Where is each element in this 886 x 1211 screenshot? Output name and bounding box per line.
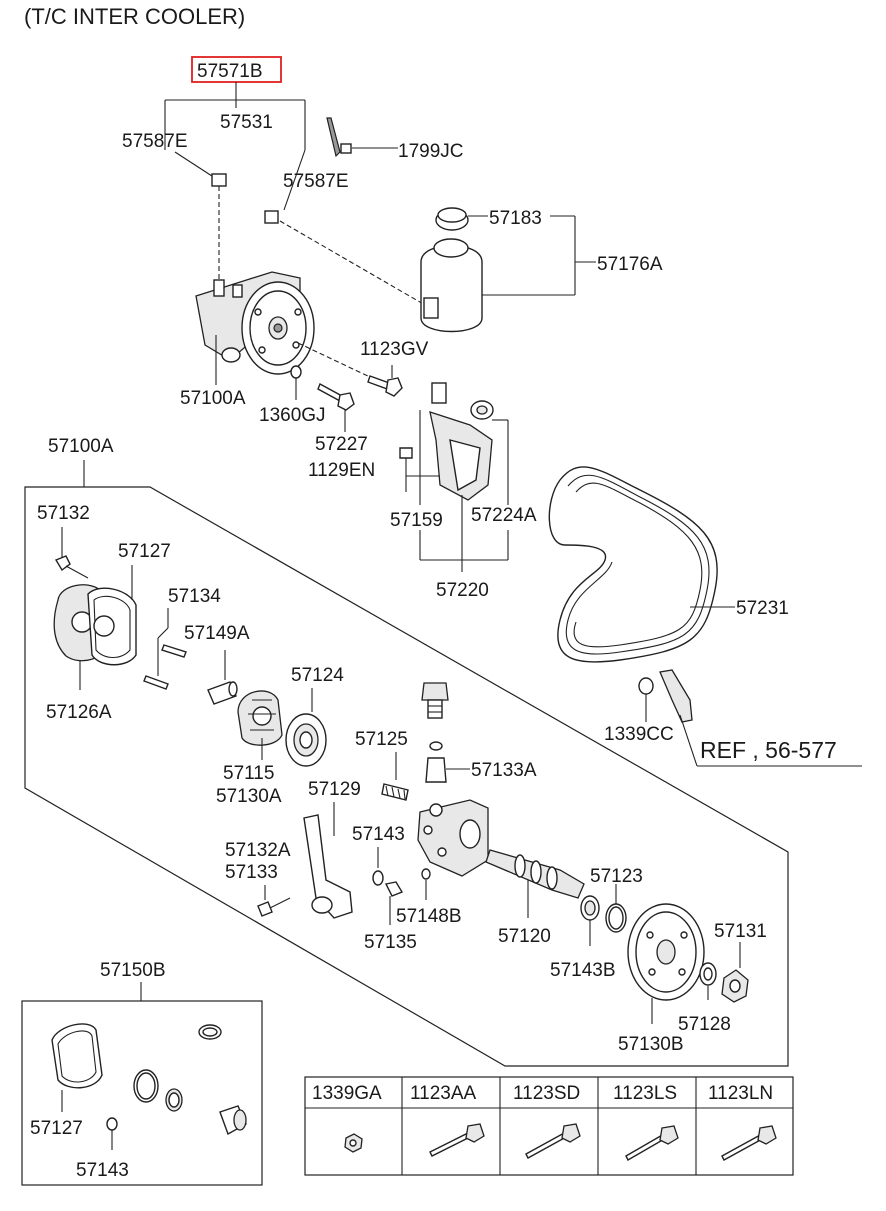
callout-1339cc[interactable]: 1339CC	[604, 724, 674, 745]
fitting-nut	[421, 682, 449, 701]
bolt-57132	[54, 555, 71, 572]
reference-label[interactable]: REF , 56-577	[700, 737, 837, 763]
callout-57127[interactable]: 57127	[118, 541, 171, 562]
hose-assembly-group: 57571B 57531 57587E 1799JC 57587E	[122, 56, 464, 224]
callout-57129[interactable]: 57129	[308, 779, 361, 800]
drive-belt-57231	[548, 466, 718, 663]
seal-kit-group: 57150B 57127 57143	[21, 960, 263, 1186]
kit-callout-57127[interactable]: 57127	[30, 1118, 83, 1139]
callout-57128[interactable]: 57128	[678, 1014, 731, 1035]
callout-57132a[interactable]: 57132A	[225, 840, 291, 861]
callout-57132[interactable]: 57132	[37, 503, 90, 524]
callout-57123[interactable]: 57123	[590, 866, 643, 887]
oring-57148b	[421, 868, 431, 880]
kit-callout-57143[interactable]: 57143	[76, 1160, 129, 1181]
table-header-1123ln: 1123LN	[708, 1083, 773, 1104]
diagram-title: (T/C INTER COOLER)	[24, 4, 245, 29]
pump-assembly-top: 57100A 1123GV 1360GJ 57227	[180, 271, 429, 455]
pin-57134-a	[161, 644, 187, 658]
callout-57133[interactable]: 57133	[225, 862, 278, 883]
bolt-1129en	[399, 447, 413, 459]
bolt-57227	[337, 392, 355, 411]
washer-1360gj	[290, 365, 302, 379]
callout-57150b[interactable]: 57150B	[100, 960, 166, 981]
pin-57134-b	[143, 675, 169, 690]
callout-57126a[interactable]: 57126A	[46, 702, 112, 723]
fastener-table: 1339GA 1123AA 1123SD 1123LS 1123LN	[304, 1076, 794, 1176]
mount-ref-group: 1339CC REF , 56-577	[604, 669, 862, 767]
table-bolt-1123ln	[721, 1125, 777, 1161]
hose-clamp-left	[211, 173, 227, 187]
table-bolt-1123aa	[429, 1123, 485, 1157]
fitting-57133a	[427, 699, 443, 719]
callout-57531[interactable]: 57531	[220, 112, 273, 133]
callout-57220[interactable]: 57220	[436, 580, 489, 601]
callout-57159[interactable]: 57159	[390, 510, 443, 531]
callout-57130a[interactable]: 57130A	[216, 786, 282, 807]
callout-57131[interactable]: 57131	[714, 921, 767, 942]
seal-kit-box	[21, 1000, 263, 1186]
oring-57143	[372, 870, 384, 886]
callout-57148b[interactable]: 57148B	[396, 906, 462, 927]
callout-57224a[interactable]: 57224A	[471, 505, 537, 526]
hose-clamp-right	[264, 210, 279, 224]
callout-57176a[interactable]: 57176A	[597, 254, 663, 275]
callout-57100a-group[interactable]: 57100A	[48, 436, 114, 457]
callout-1360gj[interactable]: 1360GJ	[259, 405, 326, 426]
callout-1799jc[interactable]: 1799JC	[398, 141, 464, 162]
callout-57227[interactable]: 57227	[315, 434, 368, 455]
clip-1799jc	[326, 117, 341, 158]
callout-57183[interactable]: 57183	[489, 208, 542, 229]
callout-57134[interactable]: 57134	[168, 586, 221, 607]
table-bolt-1123ls	[625, 1125, 679, 1161]
pump-exploded-parts: 57132 57127 57126A 57134 57149A 57115 57…	[37, 503, 767, 1055]
bracket-group: 1129EN 57159 57224A 57220	[308, 382, 537, 601]
reservoir-group: 57183 57176A	[420, 207, 663, 333]
table-header-1123aa: 1123AA	[410, 1083, 477, 1104]
kit-gasket-57127	[51, 1023, 103, 1089]
bolt-1123gv	[385, 377, 403, 397]
callout-57100a-top[interactable]: 57100A	[180, 388, 246, 409]
belt-group: 57231	[548, 466, 789, 663]
part-number-57571b[interactable]: 57571B	[197, 61, 263, 82]
callout-57143b[interactable]: 57143B	[550, 960, 616, 981]
table-header-1123ls: 1123LS	[613, 1083, 677, 1104]
callout-1123gv[interactable]: 1123GV	[360, 339, 429, 360]
callout-57231[interactable]: 57231	[736, 598, 789, 619]
spring-57125	[381, 783, 409, 801]
callout-57587e-left[interactable]: 57587E	[122, 131, 188, 152]
kit-oring-57143	[106, 1117, 118, 1131]
valve-57125	[425, 757, 447, 783]
callout-1129en[interactable]: 1129EN	[308, 460, 375, 481]
pump-exploded-frame	[24, 486, 789, 1067]
nut-1339cc	[638, 677, 654, 695]
callout-57133a[interactable]: 57133A	[471, 760, 537, 781]
callout-57120[interactable]: 57120	[498, 926, 551, 947]
callout-57143[interactable]: 57143	[352, 824, 405, 845]
table-header-1339ga: 1339GA	[312, 1083, 382, 1104]
callout-57130b[interactable]: 57130B	[618, 1034, 684, 1055]
callout-57115[interactable]: 57115	[223, 763, 274, 784]
table-bolt-1123sd	[525, 1123, 581, 1159]
bracket-clip	[431, 382, 447, 404]
callout-57135[interactable]: 57135	[364, 932, 417, 953]
callout-57587e-right[interactable]: 57587E	[283, 171, 349, 192]
mount-bracket	[659, 669, 693, 723]
pump-housing	[417, 799, 489, 877]
callout-57124[interactable]: 57124	[291, 665, 344, 686]
bolt-57133	[257, 901, 273, 917]
table-header-1123sd: 1123SD	[513, 1083, 580, 1104]
callout-57149a[interactable]: 57149A	[184, 623, 250, 644]
callout-57125[interactable]: 57125	[355, 729, 408, 750]
sensor-57135	[384, 881, 404, 897]
